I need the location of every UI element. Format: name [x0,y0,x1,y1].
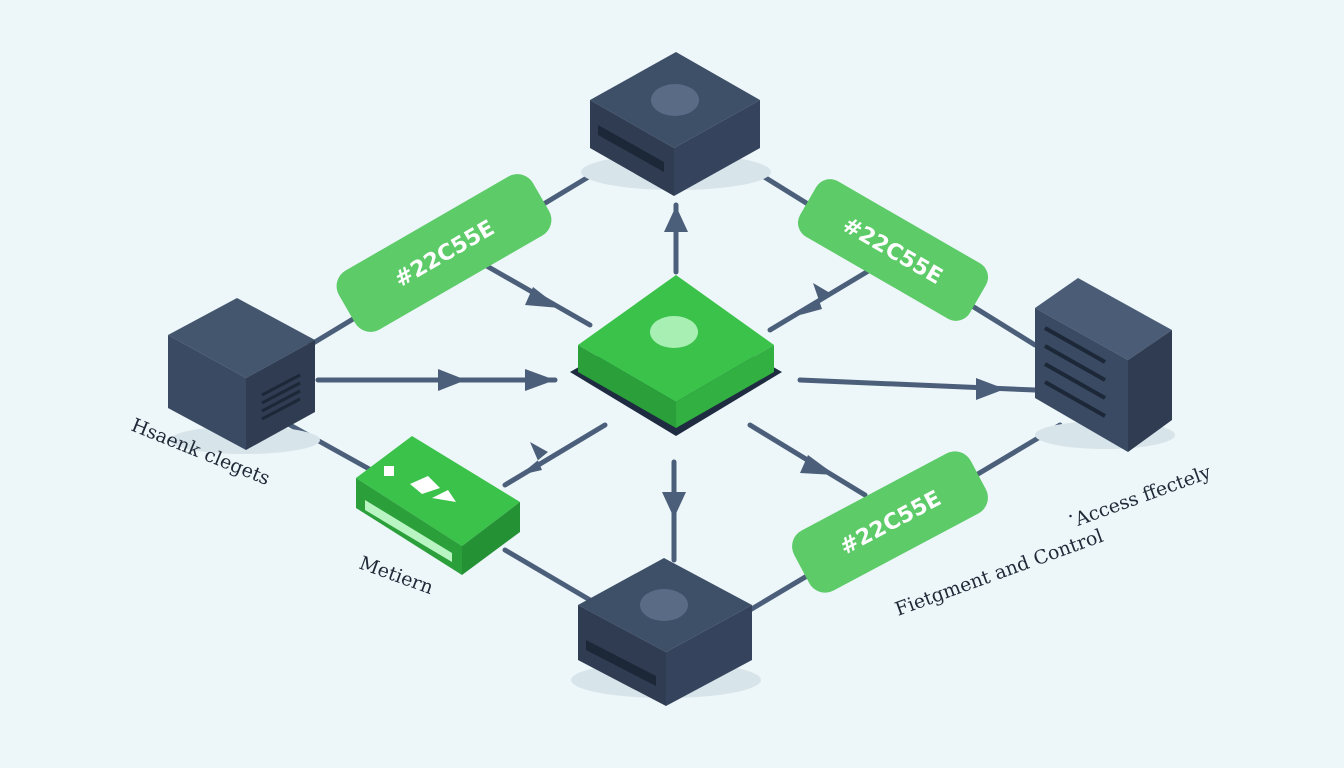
arrowhead-center-to-bottom [662,492,686,518]
arrowheads [438,206,1005,518]
tray-icon [384,466,456,502]
cabinet-icon [261,373,301,421]
arrowhead-tagleft-to-center [525,287,560,308]
top-server-node [581,52,771,196]
server-icon [640,589,688,621]
bottom-server-node [571,558,761,706]
tower-server-icon [1044,326,1106,418]
server-icon [651,84,699,116]
edge-platform-to-bottom [502,547,593,603]
left-cabinet-node [168,298,320,454]
arrowhead-left-to-center-a [438,369,466,391]
arrowhead-left-to-center-b [525,369,555,391]
tag-right: #22C55E [797,179,989,321]
center-hub-node [570,275,782,436]
platform-tray-node [356,436,520,575]
arrowhead-tagright-to-center [800,283,830,315]
tag-bottom: #22C55E [792,451,988,593]
tag-left: #22C55E [336,174,552,332]
edge-center-to-platform [502,422,608,488]
arrowhead-center-to-tagbottom [800,455,835,475]
caption-right-b: Access ffectely [1071,461,1214,531]
hub-icon [650,316,698,348]
arrowhead-center-to-right [976,378,1005,400]
right-tower-server-node [1035,278,1175,452]
arrowhead-center-to-platform [520,442,548,475]
caption-platform: Metiern [356,552,436,599]
arrowhead-center-to-top [664,206,688,232]
